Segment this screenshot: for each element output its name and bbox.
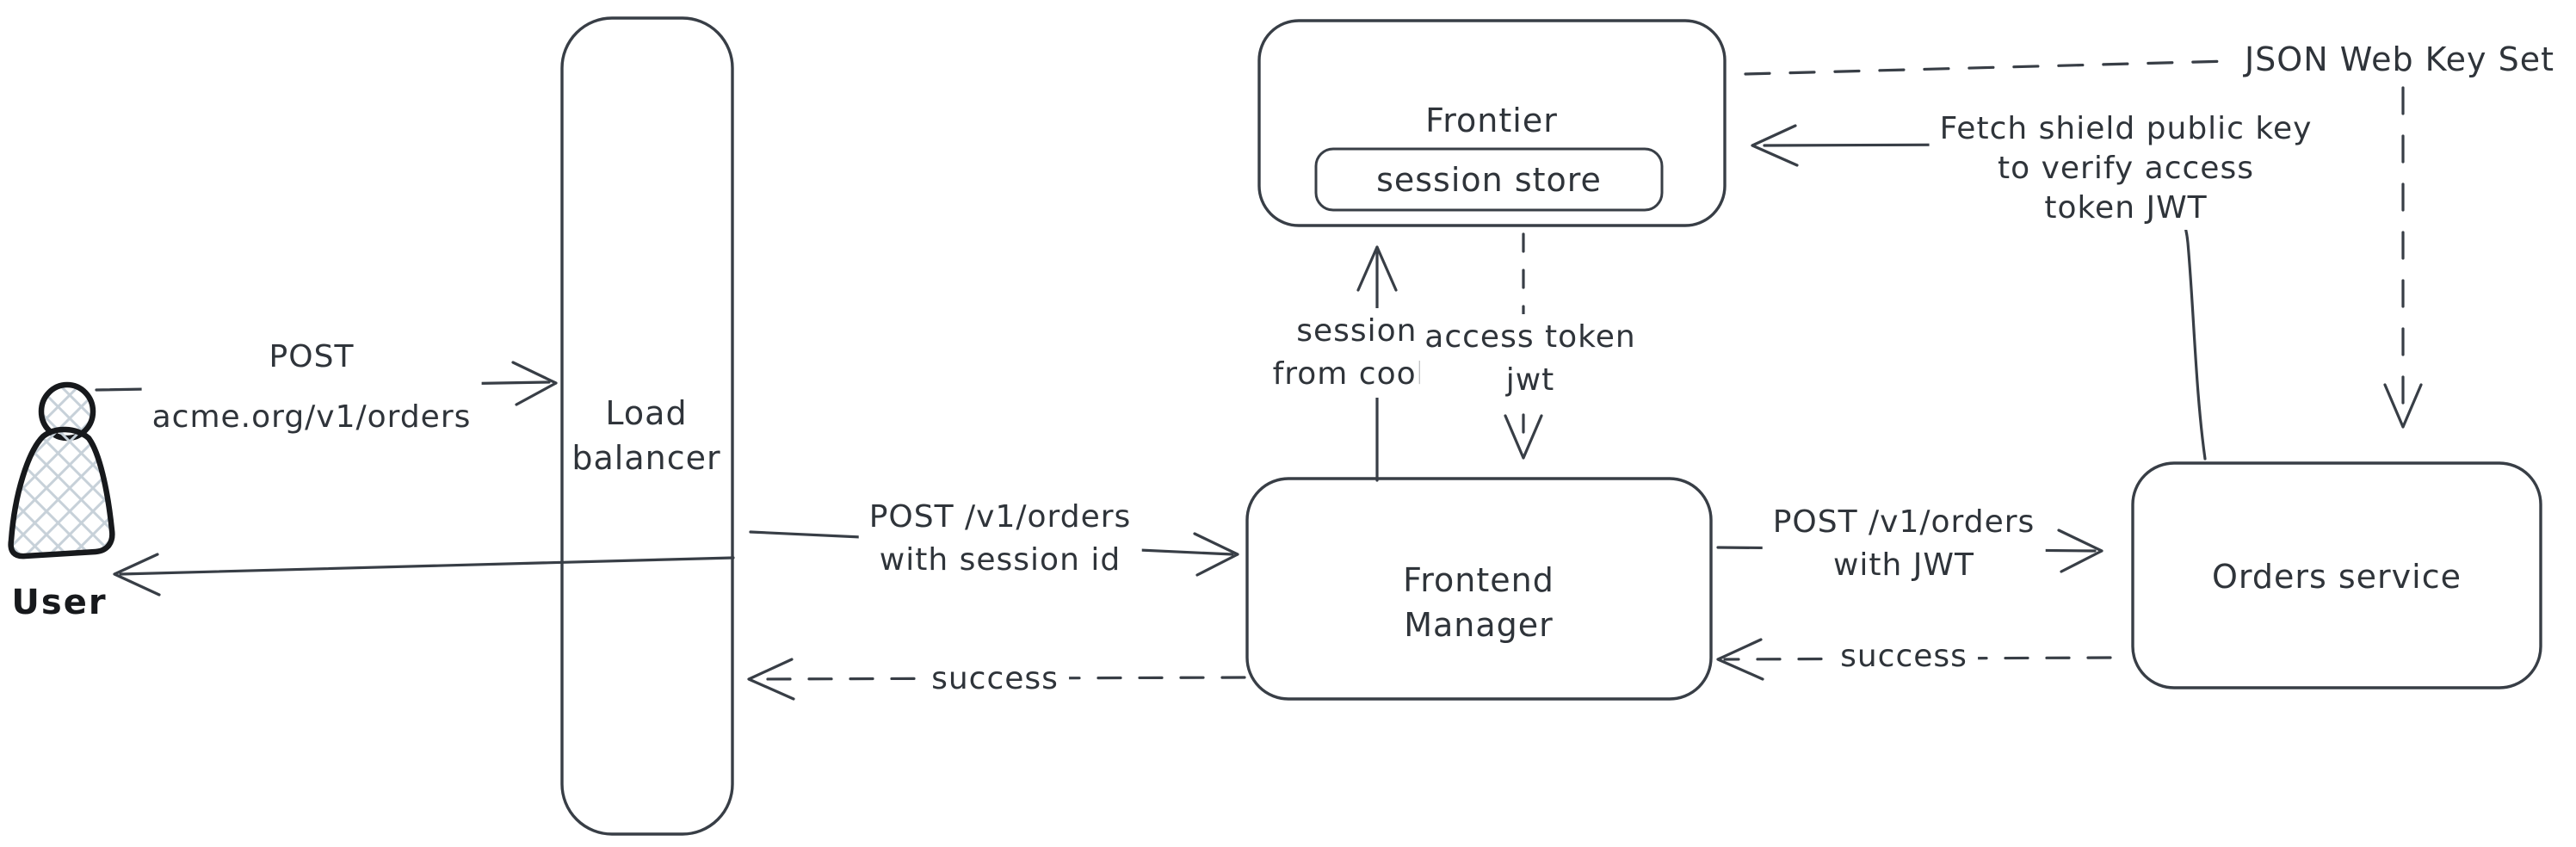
orders-service-label: Orders service bbox=[2212, 558, 2462, 596]
json-web-key-set-label: JSON Web Key Set bbox=[2244, 40, 2555, 78]
edge-label-orders-service-to-frontend-manager-success: success bbox=[1830, 634, 1978, 680]
edge-label-frontend-manager-to-orders-service: POST /v1/orders with JWT bbox=[1762, 499, 2046, 589]
load-balancer-label-line: balancer bbox=[571, 439, 721, 477]
edge-label-frontend-manager-to-load-balancer-success: success bbox=[921, 656, 1069, 702]
edge-label-line: token JWT bbox=[2044, 190, 2208, 226]
user-label: User bbox=[11, 583, 108, 622]
edge-label-line: acme.org/v1/orders bbox=[151, 399, 472, 435]
frontend-manager-label-line: Frontend bbox=[1403, 561, 1554, 599]
edge-label-load-balancer-to-frontend-manager: POST /v1/orders with session id bbox=[858, 494, 1142, 584]
edge-label-line: jwt bbox=[1505, 362, 1555, 398]
arrow-json-web-key-set-to-orders-service bbox=[2383, 86, 2423, 429]
session-store-label: session store bbox=[1376, 161, 1602, 199]
edge-label-user-to-load-balancer: POST acme.org/v1/orders bbox=[141, 325, 482, 449]
edge-label-line: POST /v1/orders bbox=[868, 499, 1132, 535]
load-balancer-label: Load balancer bbox=[571, 391, 720, 480]
frontier-box bbox=[1257, 19, 1727, 227]
edge-label-line: with session id bbox=[879, 542, 1121, 578]
user-icon bbox=[8, 381, 115, 560]
edge-label-frontier-to-frontend-manager: access token jwt bbox=[1419, 314, 1641, 404]
orders-service-box bbox=[2131, 461, 2542, 689]
frontend-manager-box bbox=[1245, 477, 1713, 701]
line-frontier-to-json-web-key-set bbox=[1744, 59, 2231, 76]
frontend-manager-label: Frontend Manager bbox=[1403, 558, 1554, 647]
edge-label-line: Fetch shield public key bbox=[1939, 111, 2313, 146]
session-store-box bbox=[1314, 147, 1664, 212]
edge-label-line: POST /v1/orders bbox=[1772, 504, 2035, 540]
frontier-label: Frontier bbox=[1425, 102, 1558, 139]
arrow-orders-service-to-frontend-manager bbox=[1716, 638, 2112, 681]
frontend-manager-label-line: Manager bbox=[1404, 606, 1554, 644]
edge-label-line: access token bbox=[1424, 319, 1636, 355]
edge-label-line: to verify access bbox=[1998, 151, 2254, 186]
edge-label-line: with JWT bbox=[1832, 547, 1975, 583]
arrow-frontend-manager-to-load-balancer bbox=[747, 658, 1246, 701]
load-balancer-label-line: Load bbox=[605, 394, 688, 432]
edge-label-line: POST bbox=[269, 339, 355, 374]
edge-label-orders-service-to-frontier: Fetch shield public key to verify access… bbox=[1929, 108, 2323, 230]
load-balancer-box bbox=[560, 16, 734, 836]
arrow-load-balancer-to-user bbox=[113, 553, 735, 597]
user-icon-body bbox=[8, 426, 115, 560]
